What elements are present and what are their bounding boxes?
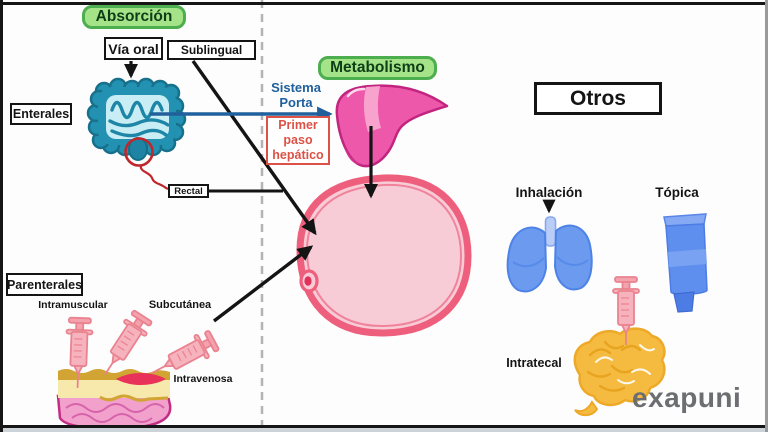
label-box-primer-paso-hepatico: Primer paso hepático xyxy=(266,116,330,165)
systemic-circulation-cell-icon xyxy=(296,174,472,337)
label-inhalacion: Inhalación xyxy=(515,184,583,200)
section-box-otros: Otros xyxy=(534,82,662,115)
intestine-icon xyxy=(86,77,187,157)
label-topica: Tópica xyxy=(655,184,699,200)
label-sistema-porta: Sistema Porta xyxy=(271,80,321,110)
syringe-intravenosa-icon xyxy=(151,330,220,374)
label-box-enterales: Enterales xyxy=(10,103,72,125)
skin-layers-icon xyxy=(56,369,172,430)
label-subcutanea: Subcutánea xyxy=(148,299,212,311)
frame-bottom-line xyxy=(0,425,768,428)
lungs-icon xyxy=(506,216,593,293)
label-intravenosa: Intravenosa xyxy=(173,373,233,385)
frame-top-line xyxy=(0,2,768,5)
syringe-intratecal-icon xyxy=(612,276,640,345)
rectal-highlight-icon xyxy=(124,137,169,190)
section-pill-absorcion: Absorción xyxy=(82,5,186,29)
frame-right-line xyxy=(765,0,768,432)
liver-icon xyxy=(335,84,449,168)
brand-logo: exapuni xyxy=(632,382,742,413)
syringe-subcutanea-icon xyxy=(104,309,153,376)
arrow-sublingual-to-circulation xyxy=(191,60,317,236)
brain-icon xyxy=(573,327,666,417)
label-intratecal: Intratecal xyxy=(506,356,562,370)
label-intramuscular: Intramuscular xyxy=(38,299,108,311)
label-box-via-oral: Vía oral xyxy=(104,37,163,60)
frame-left-line xyxy=(0,0,3,432)
syringe-intramuscular-icon xyxy=(65,316,94,388)
label-box-sublingual: Sublingual xyxy=(167,40,256,60)
arrow-parenterales-to-circulation xyxy=(212,245,314,323)
label-box-rectal: Rectal xyxy=(168,184,209,198)
frame-bottom-strip xyxy=(0,428,768,432)
label-box-parenterales: Parenterales xyxy=(6,273,83,296)
section-pill-metabolismo: Metabolismo xyxy=(318,56,437,80)
cream-tube-icon xyxy=(663,213,708,313)
